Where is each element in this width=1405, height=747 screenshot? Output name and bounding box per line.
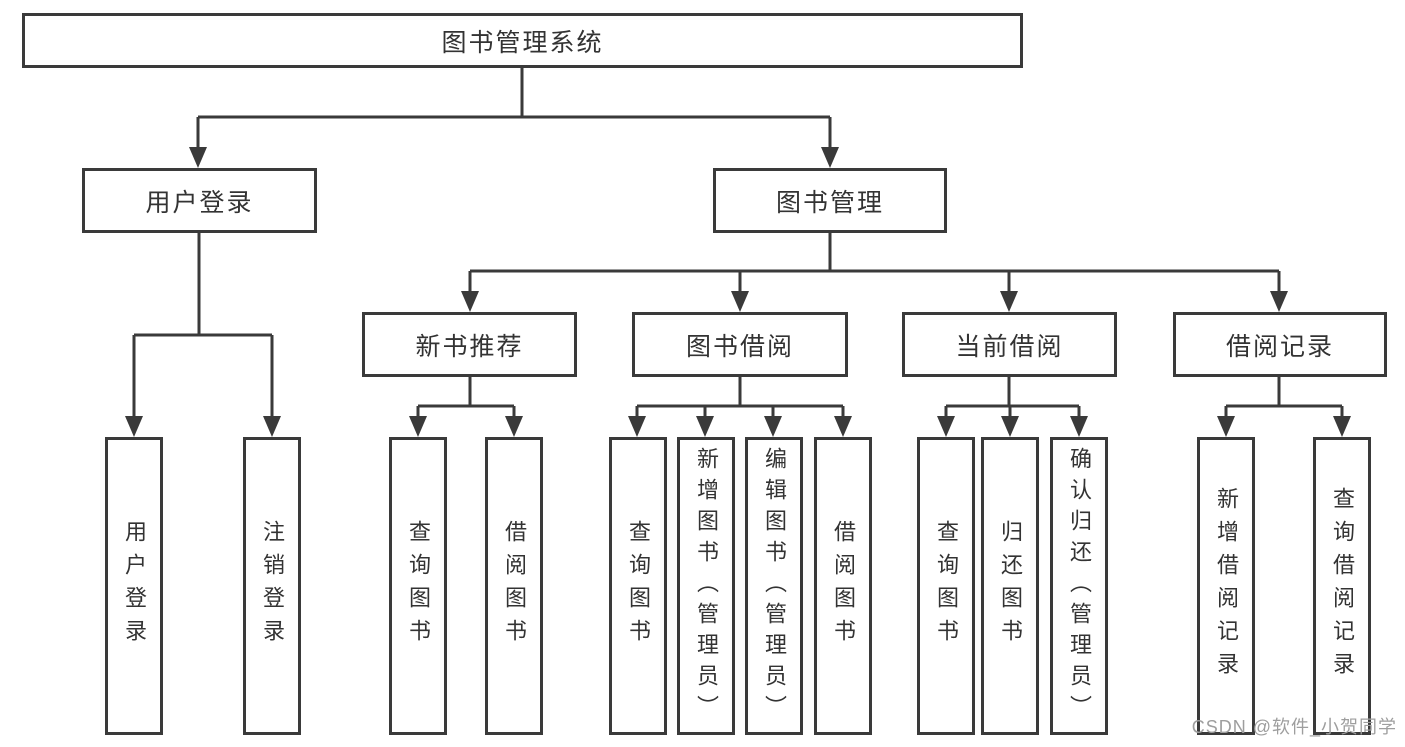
arrow-icon (1000, 291, 1018, 312)
tree-edges (132, 68, 1344, 422)
arrow-icon (821, 147, 839, 168)
arrow-icon (263, 416, 281, 437)
node-book-borrowing: 图书借阅 (632, 312, 848, 377)
arrow-icon (1217, 416, 1235, 437)
arrow-icon (834, 416, 852, 437)
arrow-icon (1001, 416, 1019, 437)
leaf-user-login: 用户登录 (105, 437, 163, 735)
leaf-query-books: 查询图书 (389, 437, 447, 735)
leaf-query-borrow-record: 查询借阅记录 (1313, 437, 1371, 735)
leaf-add-borrow-record: 新增借阅记录 (1197, 437, 1255, 735)
node-current-borrowing: 当前借阅 (902, 312, 1117, 377)
node-new-book-recommendation: 新书推荐 (362, 312, 577, 377)
leaf-borrow-books: 借阅图书 (485, 437, 543, 735)
arrow-icon (505, 416, 523, 437)
arrow-icon (937, 416, 955, 437)
arrow-icon (1270, 291, 1288, 312)
arrow-icon (189, 147, 207, 168)
leaf-query-books-3: 查询图书 (917, 437, 975, 735)
arrow-icon (764, 416, 782, 437)
arrow-icon (409, 416, 427, 437)
leaf-return-books: 归还图书 (981, 437, 1039, 735)
node-user-login: 用户登录 (82, 168, 317, 233)
arrow-icon (1333, 416, 1351, 437)
arrow-icon (461, 291, 479, 312)
leaf-confirm-return-admin: 确认归还（管理员） (1050, 437, 1108, 735)
arrowheads (125, 147, 1351, 437)
leaf-borrow-books-2: 借阅图书 (814, 437, 872, 735)
arrow-icon (125, 416, 143, 437)
leaf-add-books-admin: 新增图书（管理员） (677, 437, 735, 735)
leaf-edit-books-admin: 编辑图书（管理员） (745, 437, 803, 735)
node-borrowing-records: 借阅记录 (1173, 312, 1387, 377)
leaf-logout: 注销登录 (243, 437, 301, 735)
arrow-icon (696, 416, 714, 437)
arrow-icon (731, 291, 749, 312)
leaf-query-books-2: 查询图书 (609, 437, 667, 735)
watermark: CSDN @软件_小贺同学 (1191, 717, 1397, 737)
arrow-icon (628, 416, 646, 437)
node-library-management-system: 图书管理系统 (22, 13, 1023, 68)
arrow-icon (1070, 416, 1088, 437)
node-book-management: 图书管理 (713, 168, 947, 233)
